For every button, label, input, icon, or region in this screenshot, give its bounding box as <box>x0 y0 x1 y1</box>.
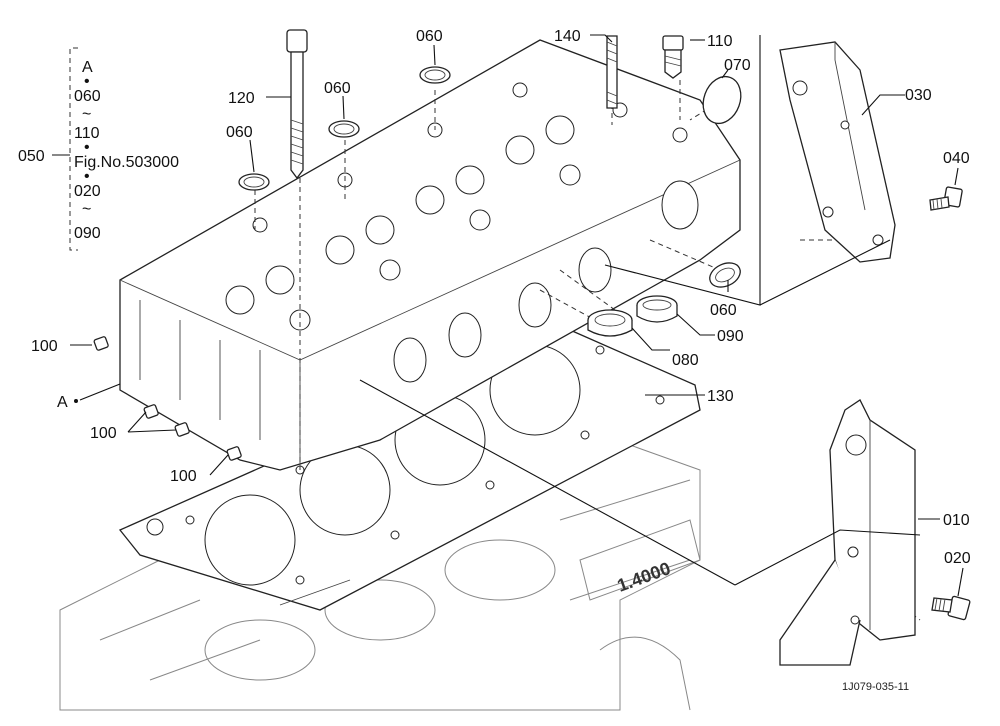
hanger-bolt-020 <box>931 595 971 621</box>
callout-110: 110 <box>707 33 733 50</box>
note-dot-3: • <box>84 168 90 185</box>
callout-050: 050 <box>18 148 45 165</box>
note-tilde-1: ~ <box>82 106 91 123</box>
callout-100-mid: 100 <box>90 425 117 442</box>
callout-100-top: 100 <box>31 338 58 355</box>
seal-ring-060-right <box>709 262 741 288</box>
stud-bolt <box>606 35 618 109</box>
reference-dot <box>74 399 78 403</box>
plug-100-mid-b <box>174 422 190 437</box>
callout-060-left: 060 <box>226 124 253 141</box>
intake-ports <box>393 180 699 383</box>
reference-mark-a: A <box>57 394 68 411</box>
cylinder-head <box>119 39 741 471</box>
callout-100-bottom: 100 <box>170 468 197 485</box>
note-line-fig: Fig.No.503000 <box>74 154 179 171</box>
engine-hanger-030 <box>779 41 896 263</box>
head-bolt-long <box>286 29 308 180</box>
union-plug <box>662 35 684 79</box>
plug-100-bottom <box>226 446 242 461</box>
engine-hanger-010 <box>779 399 916 666</box>
callout-070: 070 <box>724 57 751 74</box>
note-line-020: 020 <box>74 183 101 200</box>
cylinder-head-gasket <box>118 329 701 611</box>
seal-ring-060-center <box>328 120 360 138</box>
callout-040: 040 <box>943 150 970 167</box>
hanger-bolt-040 <box>929 186 963 211</box>
plug-100-top <box>93 336 109 351</box>
cover-plate-070 <box>702 75 742 125</box>
callout-060-center: 060 <box>324 80 351 97</box>
drawing-code: 1J079-035-11 <box>842 681 909 693</box>
seal-ring-060-top <box>419 66 451 84</box>
seal-ring-060-left <box>238 173 270 191</box>
callout-020: 020 <box>944 550 971 567</box>
group-bracket-050 <box>52 47 78 251</box>
note-line-090: 090 <box>74 225 101 242</box>
callout-060-right: 060 <box>710 302 737 319</box>
note-tilde-2: ~ <box>82 201 91 218</box>
callout-090: 090 <box>717 328 744 345</box>
callout-130: 130 <box>707 388 734 405</box>
plug-100-mid-a <box>143 404 159 419</box>
svg-text:1.4000: 1.4000 <box>615 558 674 596</box>
block-stamp-text: 1.4000 <box>615 558 674 596</box>
collar-090 <box>636 295 678 323</box>
group-note: A • 060 ~ 110 • Fig.No.503000 • 020 ~ 09… <box>74 59 179 242</box>
callout-030: 030 <box>905 87 932 104</box>
note-line-060: 060 <box>74 88 101 105</box>
collar-080 <box>587 309 633 337</box>
note-dot-2: • <box>84 139 90 156</box>
callout-060-top: 060 <box>416 28 443 45</box>
callout-120: 120 <box>228 90 255 107</box>
note-dot-1: • <box>84 73 90 90</box>
callout-080: 080 <box>672 352 699 369</box>
valve-seats <box>225 115 581 331</box>
note-line-a: A <box>82 59 93 76</box>
leader-lines <box>70 34 964 597</box>
callout-140: 140 <box>554 28 581 45</box>
note-line-110: 110 <box>74 125 100 142</box>
callout-labels: 010 020 030 040 050 060 060 060 060 070 … <box>18 28 971 567</box>
callout-010: 010 <box>943 512 970 529</box>
